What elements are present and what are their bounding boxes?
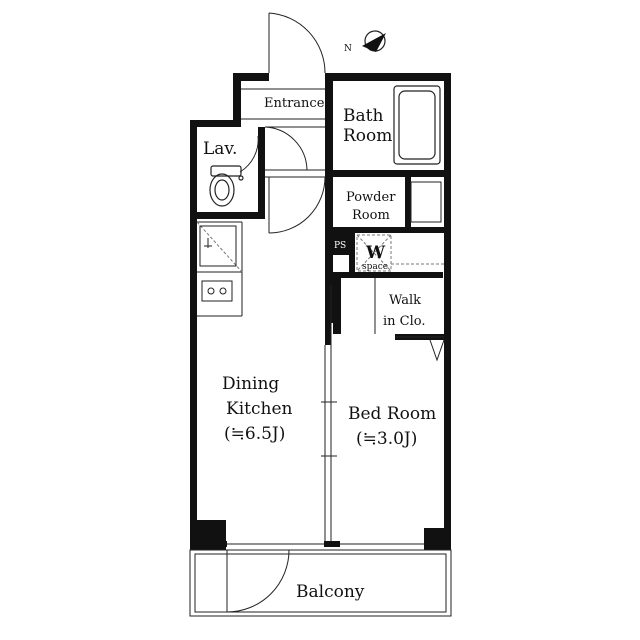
compass-north-label: N: [344, 44, 352, 54]
washer-label: W: [365, 243, 386, 263]
kitchen-door-swing: [268, 176, 326, 234]
balcony-door-swing: [226, 549, 290, 613]
entrance-label: Entrance: [264, 96, 325, 111]
wall-left: [190, 120, 197, 550]
thin-lines: [189, 12, 452, 617]
compass: N: [344, 30, 386, 54]
burner-2-icon: [219, 287, 227, 295]
wall-top-right: [325, 73, 451, 81]
powder-label-2: Room: [352, 208, 390, 223]
balcony-inner: [194, 553, 447, 613]
bath-door-swing: [264, 126, 308, 171]
bedroom-area-label: (≒3.0J): [356, 429, 417, 449]
wall-powder-right: [405, 177, 411, 227]
lav-door-swing: [239, 135, 259, 173]
labels: Entrance Bath Room Lav. Powder Room PS W…: [203, 96, 436, 602]
powder-sink: [410, 181, 442, 223]
wall-closet-top: [333, 272, 443, 278]
wall-bath-bottom: [325, 170, 451, 177]
wall-lav-top: [190, 120, 241, 127]
lav-label: Lav.: [203, 139, 237, 159]
closet-door-icon: [429, 339, 445, 362]
dining-area-label: (≒6.5J): [224, 424, 285, 444]
powder-label-1: Powder: [346, 190, 396, 205]
bath-label-2: Room: [343, 126, 392, 146]
wall-right: [444, 73, 451, 550]
toilet-icon: [209, 165, 244, 207]
wall-powder-bottom: [333, 227, 451, 233]
washer-space-label: space: [362, 262, 388, 272]
balcony-label: Balcony: [296, 582, 365, 602]
wall-lav-bottom: [190, 212, 265, 219]
wall-lav-right: [258, 127, 265, 219]
faucet-icon: [204, 238, 212, 248]
washer-diag-2: [356, 234, 392, 272]
washer-diag-1: [356, 234, 392, 272]
kitchen-sink-icon: [199, 225, 237, 267]
wall-top-left: [233, 73, 269, 81]
compass-arrow-icon: [362, 33, 386, 52]
kitchen-fixtures: [199, 225, 237, 302]
counter-diag: [196, 221, 243, 273]
wall-washer-left: [349, 233, 355, 273]
ps-box: [325, 227, 349, 255]
wall-bed-left-top: [325, 285, 331, 345]
wall-closet-left: [333, 272, 341, 338]
dining-label-1: Dining: [222, 374, 279, 394]
stove-icon: [201, 280, 233, 302]
wall-entrance-left: [233, 73, 241, 123]
ps-label: PS: [334, 241, 346, 251]
dining-label-2: Kitchen: [226, 399, 292, 419]
walkin-label-2: in Clo.: [383, 314, 426, 329]
bathtub-icon: [393, 85, 441, 165]
walkin-label-1: Walk: [389, 293, 421, 308]
dashed-lines: [196, 221, 444, 273]
burner-1-icon: [207, 287, 215, 295]
bath-label-1: Bath: [343, 106, 383, 126]
bedroom-label: Bed Room: [348, 404, 436, 424]
front-door-swing: [268, 12, 326, 74]
balcony-rail: [189, 549, 452, 617]
wall-bath-left: [325, 73, 333, 323]
closet-opening: [333, 334, 395, 340]
washer-outline: [356, 234, 392, 272]
